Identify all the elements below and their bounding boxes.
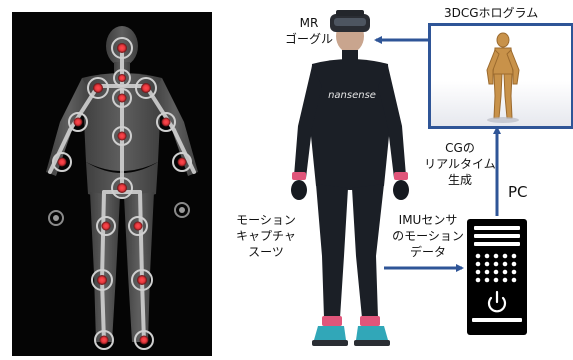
hologram-title: 3DCGホログラム [444,5,538,21]
right-glove [393,180,409,200]
pc-tower-icon [466,218,528,336]
left-shoe [314,326,346,340]
mr-goggles-label: MR ゴーグル [282,15,336,47]
mocap-suit-line2: キャプチャ [226,228,306,244]
skeleton-figure [12,12,212,356]
sensor-right-hand [175,203,189,217]
mocap-suit-line1: モーション [226,212,306,228]
person-in-mocap-suit: nansense [226,6,426,358]
mr-goggles-label-line2: ゴーグル [282,31,336,47]
cg-generation-line2: リアルタイム [420,156,500,172]
hologram-figure [431,26,571,126]
imu-data-line1: IMUセンサ [388,212,468,228]
left-ankle-band [322,316,342,326]
suit-left-leg [316,184,348,318]
mr-goggles-label-line1: MR [282,15,336,31]
cg-generation-line3: 生成 [420,172,500,188]
sensor-left-hand [49,211,63,225]
cg-generation-label: CGの リアルタイム 生成 [420,140,500,188]
suit-right-leg [352,184,384,318]
right-shoe [356,326,388,340]
hologram-display [428,23,573,129]
cg-generation-line1: CGの [420,140,500,156]
skeleton-sensor-panel [12,12,212,356]
imu-data-line2: のモーション [388,228,468,244]
suit-logo: nansense [328,90,376,101]
mocap-suit-line3: スーツ [226,244,306,260]
left-wrist-band [292,172,306,180]
mr-goggles [330,10,370,32]
imu-data-label: IMUセンサ のモーション データ [388,212,468,260]
left-glove [291,180,307,200]
imu-data-line3: データ [388,244,468,260]
right-ankle-band [360,316,380,326]
pc-label: PC [508,184,528,200]
suit-torso [310,59,390,190]
mocap-suit-label: モーション キャプチャ スーツ [226,212,306,260]
right-wrist-band [394,172,408,180]
